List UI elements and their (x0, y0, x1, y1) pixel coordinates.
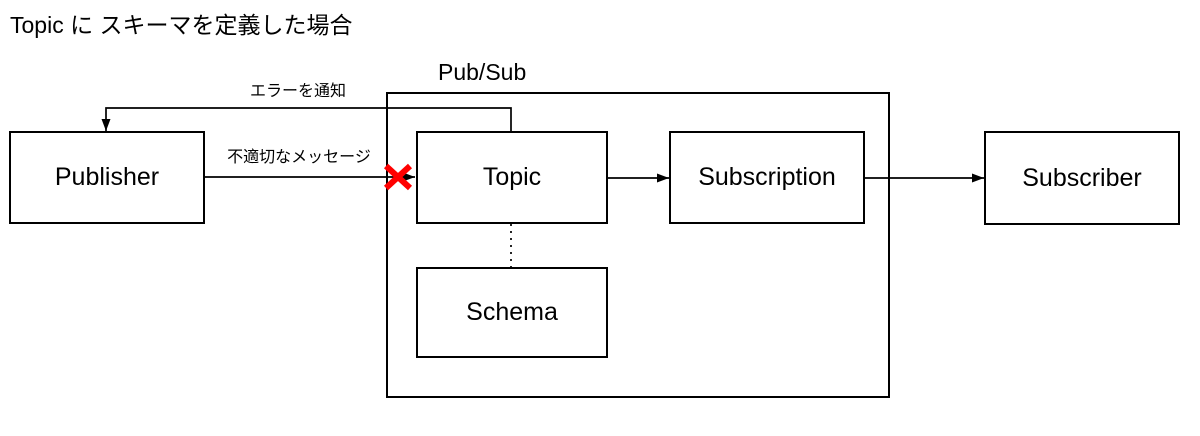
edge-label-invalid-message: 不適切なメッセージ (227, 149, 371, 166)
node-subscriber: Subscriber (984, 131, 1180, 225)
pubsub-group-box (386, 92, 890, 398)
node-subscriber-label: Subscriber (1022, 163, 1142, 192)
node-topic: Topic (416, 131, 608, 224)
pubsub-group-label: Pub/Sub (438, 59, 527, 85)
node-topic-label: Topic (482, 163, 542, 191)
node-subscription: Subscription (669, 131, 865, 224)
edge-label-error-notify: エラーを通知 (249, 83, 346, 100)
node-schema: Schema (416, 267, 608, 358)
node-publisher: Publisher (9, 131, 205, 224)
node-schema-label: Schema (466, 298, 558, 326)
node-publisher-label: Publisher (54, 163, 160, 191)
diagram-title: Topic に スキーマを定義した場合 (10, 12, 353, 38)
node-subscription-label: Subscription (698, 163, 836, 191)
